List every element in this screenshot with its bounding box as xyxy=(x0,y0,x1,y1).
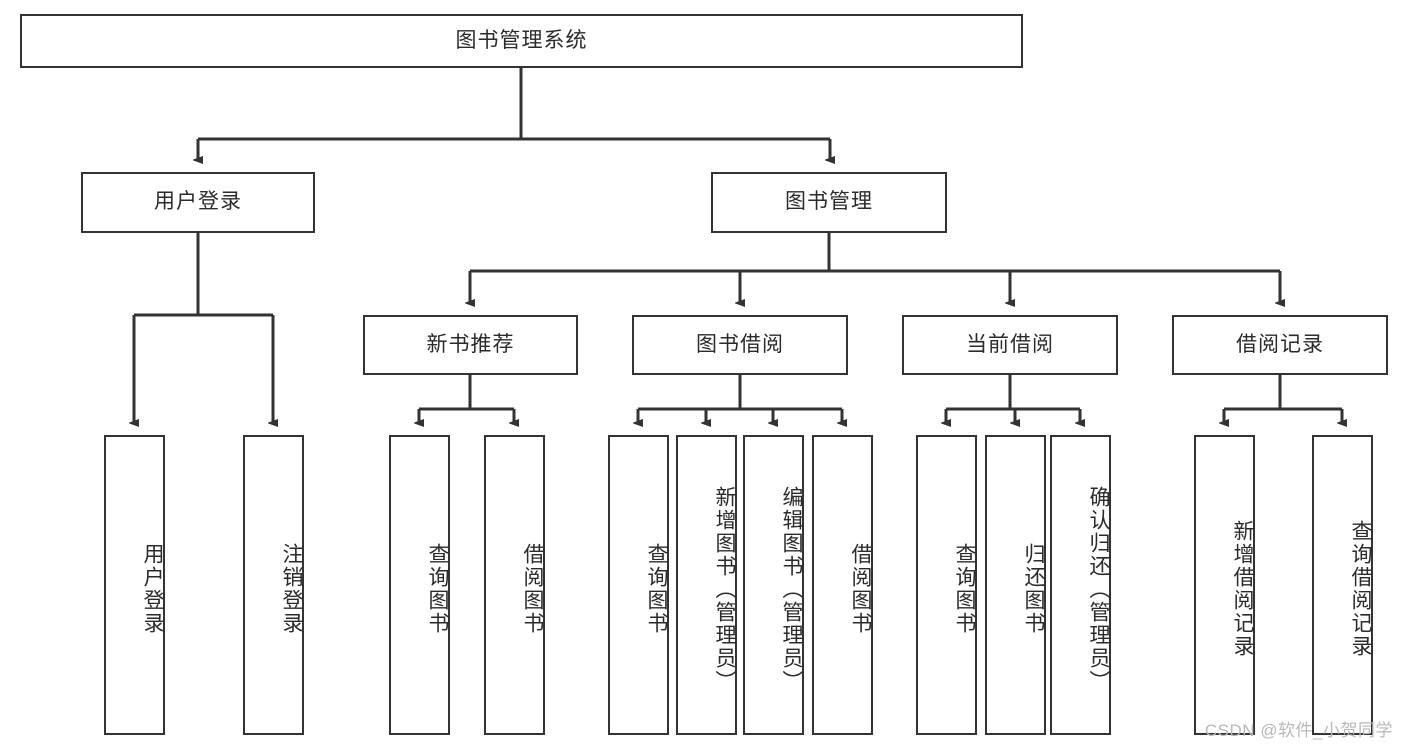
node-leaf-edit-book-admin-label: 编辑图书（管理员） xyxy=(780,485,803,693)
node-leaf-query-book-borrow-label: 查询图书 xyxy=(645,543,668,635)
node-root[interactable]: 图书管理系统 xyxy=(20,14,1023,68)
node-current-borrow[interactable]: 当前借阅 xyxy=(902,315,1118,375)
node-user-login[interactable]: 用户登录 xyxy=(81,172,315,233)
node-leaf-query-book-current-label: 查询图书 xyxy=(953,543,976,635)
node-user-login-label: 用户登录 xyxy=(154,190,242,214)
node-leaf-query-book-recommend[interactable]: 查询图书 xyxy=(389,435,450,735)
node-borrow-record-label: 借阅记录 xyxy=(1236,332,1324,356)
node-leaf-query-borrow-record-label: 查询借阅记录 xyxy=(1349,520,1372,658)
node-root-label: 图书管理系统 xyxy=(455,28,588,52)
node-leaf-borrow-book-recommend-label: 借阅图书 xyxy=(521,543,544,635)
node-current-borrow-label: 当前借阅 xyxy=(966,332,1054,356)
node-leaf-edit-book-admin[interactable]: 编辑图书（管理员） xyxy=(743,435,804,735)
node-book-borrow[interactable]: 图书借阅 xyxy=(632,315,848,375)
node-book-manage[interactable]: 图书管理 xyxy=(711,172,947,233)
node-leaf-user-login[interactable]: 用户登录 xyxy=(104,435,165,735)
node-leaf-query-borrow-record[interactable]: 查询借阅记录 xyxy=(1312,435,1373,735)
node-leaf-logout-label: 注销登录 xyxy=(280,543,303,635)
node-borrow-record[interactable]: 借阅记录 xyxy=(1172,315,1388,375)
node-leaf-return-book[interactable]: 归还图书 xyxy=(985,435,1046,735)
node-leaf-query-book-current[interactable]: 查询图书 xyxy=(916,435,977,735)
node-new-book-recommend[interactable]: 新书推荐 xyxy=(363,315,578,375)
watermark-text: CSDN @软件_小贺同学 xyxy=(1204,721,1393,740)
node-leaf-return-book-label: 归还图书 xyxy=(1022,543,1045,635)
node-leaf-borrow-book-label: 借阅图书 xyxy=(849,543,872,635)
node-leaf-confirm-return-admin[interactable]: 确认归还（管理员） xyxy=(1050,435,1111,735)
node-new-book-recommend-label: 新书推荐 xyxy=(426,332,515,356)
node-book-borrow-label: 图书借阅 xyxy=(696,332,784,356)
node-leaf-add-book-admin[interactable]: 新增图书（管理员） xyxy=(676,435,737,735)
node-leaf-query-book-recommend-label: 查询图书 xyxy=(426,543,449,635)
node-leaf-borrow-book[interactable]: 借阅图书 xyxy=(812,435,873,735)
node-leaf-logout[interactable]: 注销登录 xyxy=(243,435,304,735)
node-leaf-add-book-admin-label: 新增图书（管理员） xyxy=(713,485,736,693)
node-leaf-add-borrow-record-label: 新增借阅记录 xyxy=(1231,520,1254,658)
node-leaf-user-login-label: 用户登录 xyxy=(141,543,164,635)
node-book-manage-label: 图书管理 xyxy=(785,190,873,214)
node-leaf-query-book-borrow[interactable]: 查询图书 xyxy=(608,435,669,735)
node-leaf-confirm-return-admin-label: 确认归还（管理员） xyxy=(1087,485,1110,693)
node-leaf-add-borrow-record[interactable]: 新增借阅记录 xyxy=(1194,435,1255,735)
node-leaf-borrow-book-recommend[interactable]: 借阅图书 xyxy=(484,435,545,735)
